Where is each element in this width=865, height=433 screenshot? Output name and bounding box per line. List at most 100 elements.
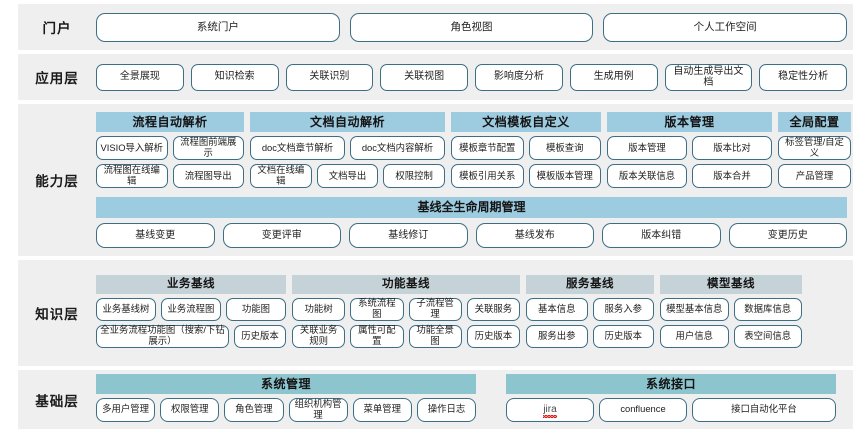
- know-item-related-business-rule[interactable]: 关联业务规则: [292, 324, 346, 348]
- layer-foundation: 基础层 系统管理 多用户管理 权限管理 角色管理 组织机构管理 菜单管理 操作日…: [18, 370, 853, 429]
- know-item-database-info[interactable]: 数据库信息: [733, 297, 802, 321]
- cap-item-visio-import-parse[interactable]: VISIO导入解析: [96, 136, 168, 160]
- cap-item-template-version-mgmt[interactable]: 模板版本管理: [528, 164, 601, 188]
- cap-item-doc-export[interactable]: 文档导出: [316, 164, 379, 188]
- group-header-business-baseline: 业务基线: [96, 274, 286, 294]
- group-header-system-interface: 系统接口: [506, 373, 836, 394]
- baseline-item-revision[interactable]: 基线修订: [349, 223, 468, 248]
- layer-label-knowledge: 知识层: [35, 307, 79, 322]
- portal-item-personal-workspace[interactable]: 个人工作空间: [603, 12, 848, 42]
- layer-portal: 门户 系统门户 角色视图 个人工作空间: [18, 4, 853, 50]
- base-item-confluence[interactable]: confluence: [599, 397, 687, 422]
- group-item-row: doc文档章节解析 doc文档内容解析: [250, 136, 445, 160]
- cap-item-doc-online-edit[interactable]: 文档在线编辑: [250, 164, 312, 188]
- cap-item-flowchart-online-edit[interactable]: 流程图在线编辑: [96, 164, 168, 188]
- foundation-group-system-interface: 系统接口 jira confluence 接口自动化平台: [506, 373, 836, 426]
- baseline-item-change-history[interactable]: 变更历史: [728, 223, 847, 248]
- portal-item-role-view[interactable]: 角色视图: [349, 12, 594, 42]
- know-item-system-flowchart[interactable]: 系统流程图: [350, 297, 404, 321]
- base-item-role-management[interactable]: 角色管理: [224, 397, 284, 422]
- cap-item-doc-chapter-parse[interactable]: doc文档章节解析: [250, 136, 345, 160]
- cap-item-permission-control[interactable]: 权限控制: [383, 164, 446, 188]
- know-item-business-baseline-tree[interactable]: 业务基线树: [96, 297, 156, 321]
- base-item-permission-management[interactable]: 权限管理: [160, 397, 220, 422]
- know-item-function-tree[interactable]: 功能树: [292, 297, 346, 321]
- know-item-full-business-flow-function-chart[interactable]: 全业务流程功能图（搜索/下钻展示）: [96, 324, 229, 348]
- baseline-item-version-correction[interactable]: 版本纠错: [602, 223, 721, 248]
- group-item-row: 多用户管理 权限管理 角色管理 组织机构管理 菜单管理 操作日志: [96, 397, 477, 422]
- know-item-function-panorama[interactable]: 功能全景图: [408, 324, 462, 348]
- know-item-function-chart[interactable]: 功能图: [226, 297, 286, 321]
- group-item-row: 业务基线树 业务流程图 功能图: [96, 297, 286, 321]
- capability-group-doc-template-custom: 文档模板自定义 模板章节配置 模板查询 模板引用关系 模板版本管理: [451, 112, 601, 192]
- app-item-impact-analysis[interactable]: 影响度分析: [475, 63, 563, 91]
- app-item-generate-usecase[interactable]: 生成用例: [569, 63, 658, 91]
- knowledge-group-service-baseline: 服务基线 基本信息 服务入参 服务出参 历史版本: [526, 274, 654, 352]
- know-item-user-info[interactable]: 用户信息: [660, 324, 729, 348]
- base-item-multi-user-management[interactable]: 多用户管理: [96, 397, 156, 422]
- cap-item-version-merge[interactable]: 版本合并: [692, 164, 772, 188]
- cap-item-template-reference-relation[interactable]: 模板引用关系: [451, 164, 524, 188]
- foundation-group-system-management: 系统管理 多用户管理 权限管理 角色管理 组织机构管理 菜单管理 操作日志: [96, 373, 477, 426]
- app-item-relation-recognition[interactable]: 关联识别: [285, 63, 374, 91]
- capability-group-document-auto-parse: 文档自动解析 doc文档章节解析 doc文档内容解析 文档在线编辑 文档导出 权…: [250, 112, 446, 192]
- app-item-stability-analysis[interactable]: 稳定性分析: [759, 63, 847, 91]
- cap-item-flowchart-export[interactable]: 流程图导出: [172, 164, 244, 188]
- knowledge-group-model-baseline: 模型基线 模型基本信息 数据库信息 用户信息 表空间信息: [660, 274, 802, 352]
- group-header-baseline-lifecycle: 基线全生命周期管理: [96, 197, 847, 218]
- baseline-item-release[interactable]: 基线发布: [475, 223, 594, 248]
- group-header-service-baseline: 服务基线: [526, 274, 654, 294]
- group-item-row: jira confluence 接口自动化平台: [506, 397, 836, 422]
- baseline-item-change-review[interactable]: 变更评审: [222, 223, 341, 248]
- capability-group-version-management: 版本管理 版本管理 版本比对 版本关联信息 版本合并: [607, 112, 772, 192]
- app-item-knowledge-search[interactable]: 知识检索: [190, 63, 279, 91]
- base-item-menu-management[interactable]: 菜单管理: [352, 397, 412, 422]
- app-item-panorama[interactable]: 全景展现: [96, 63, 184, 91]
- know-item-service-basic-info[interactable]: 基本信息: [526, 297, 588, 321]
- base-item-org-structure-management[interactable]: 组织机构管理: [288, 397, 348, 422]
- know-item-model-basic-info[interactable]: 模型基本信息: [660, 297, 729, 321]
- cap-item-tag-management-custom[interactable]: 标签管理/自定义: [778, 136, 851, 160]
- group-item-row: 基本信息 服务入参: [526, 297, 654, 321]
- cap-item-product-management[interactable]: 产品管理: [778, 164, 851, 188]
- group-item-row: 版本管理 版本比对: [607, 136, 772, 160]
- know-item-subflow-management[interactable]: 子流程管理: [408, 297, 462, 321]
- layer-body-portal: 系统门户 角色视图 个人工作空间: [96, 12, 853, 42]
- know-item-service-input-param[interactable]: 服务入参: [592, 297, 654, 321]
- know-item-tablespace-info[interactable]: 表空间信息: [733, 324, 802, 348]
- cap-item-flowchart-frontend-display[interactable]: 流程图前端展示: [172, 136, 244, 160]
- layer-body-knowledge: 业务基线 业务基线树 业务流程图 功能图 全业务流程功能图（搜索/下钻展示） 历…: [96, 274, 853, 352]
- know-item-service-history-version[interactable]: 历史版本: [592, 324, 654, 348]
- baseline-item-row: 基线变更 变更评审 基线修订 基线发布 版本纠错 变更历史: [96, 223, 847, 248]
- cap-item-version-compare[interactable]: 版本比对: [692, 136, 772, 160]
- base-item-interface-automation-platform[interactable]: 接口自动化平台: [692, 397, 836, 422]
- know-item-history-version[interactable]: 历史版本: [234, 324, 286, 348]
- cap-item-doc-content-parse[interactable]: doc文档内容解析: [350, 136, 445, 160]
- know-item-service-output-param[interactable]: 服务出参: [526, 324, 588, 348]
- know-item-attribute-configurable[interactable]: 属性可配置: [350, 324, 404, 348]
- capability-group-row: 流程自动解析 VISIO导入解析 流程图前端展示 流程图在线编辑 流程图导出 文…: [96, 112, 851, 192]
- cap-item-version-management[interactable]: 版本管理: [607, 136, 687, 160]
- know-item-business-flowchart[interactable]: 业务流程图: [161, 297, 221, 321]
- portal-item-system-portal[interactable]: 系统门户: [96, 12, 340, 42]
- knowledge-group-business-baseline: 业务基线 业务基线树 业务流程图 功能图 全业务流程功能图（搜索/下钻展示） 历…: [96, 274, 286, 352]
- app-item-auto-export-doc[interactable]: 自动生成导出文档: [664, 63, 753, 91]
- know-item-related-service[interactable]: 关联服务: [466, 297, 520, 321]
- group-item-row: 服务出参 历史版本: [526, 324, 654, 348]
- layer-label-application: 应用层: [35, 71, 79, 86]
- cap-item-version-relation-info[interactable]: 版本关联信息: [607, 164, 687, 188]
- baseline-item-change[interactable]: 基线变更: [96, 223, 215, 248]
- layer-label-portal: 门户: [42, 21, 72, 36]
- group-item-row: 全业务流程功能图（搜索/下钻展示） 历史版本: [96, 324, 286, 348]
- base-item-jira[interactable]: jira: [506, 397, 594, 422]
- knowledge-group-function-baseline: 功能基线 功能树 系统流程图 子流程管理 关联服务 关联业务规则 属性可配置 功…: [292, 274, 520, 352]
- know-item-function-history-version[interactable]: 历史版本: [466, 324, 520, 348]
- app-item-relation-view[interactable]: 关联视图: [380, 63, 468, 91]
- layer-body-application: 全景展现 知识检索 关联识别 关联视图 影响度分析 生成用例 自动生成导出文档 …: [96, 63, 853, 91]
- base-item-operation-log[interactable]: 操作日志: [416, 397, 477, 422]
- knowledge-group-row: 业务基线 业务基线树 业务流程图 功能图 全业务流程功能图（搜索/下钻展示） 历…: [96, 274, 847, 352]
- cap-item-template-query[interactable]: 模板查询: [528, 136, 601, 160]
- cap-item-template-chapter-config[interactable]: 模板章节配置: [451, 136, 524, 160]
- layer-body-foundation: 系统管理 多用户管理 权限管理 角色管理 组织机构管理 菜单管理 操作日志 系统…: [96, 373, 853, 426]
- group-item-row: 流程图在线编辑 流程图导出: [96, 164, 244, 188]
